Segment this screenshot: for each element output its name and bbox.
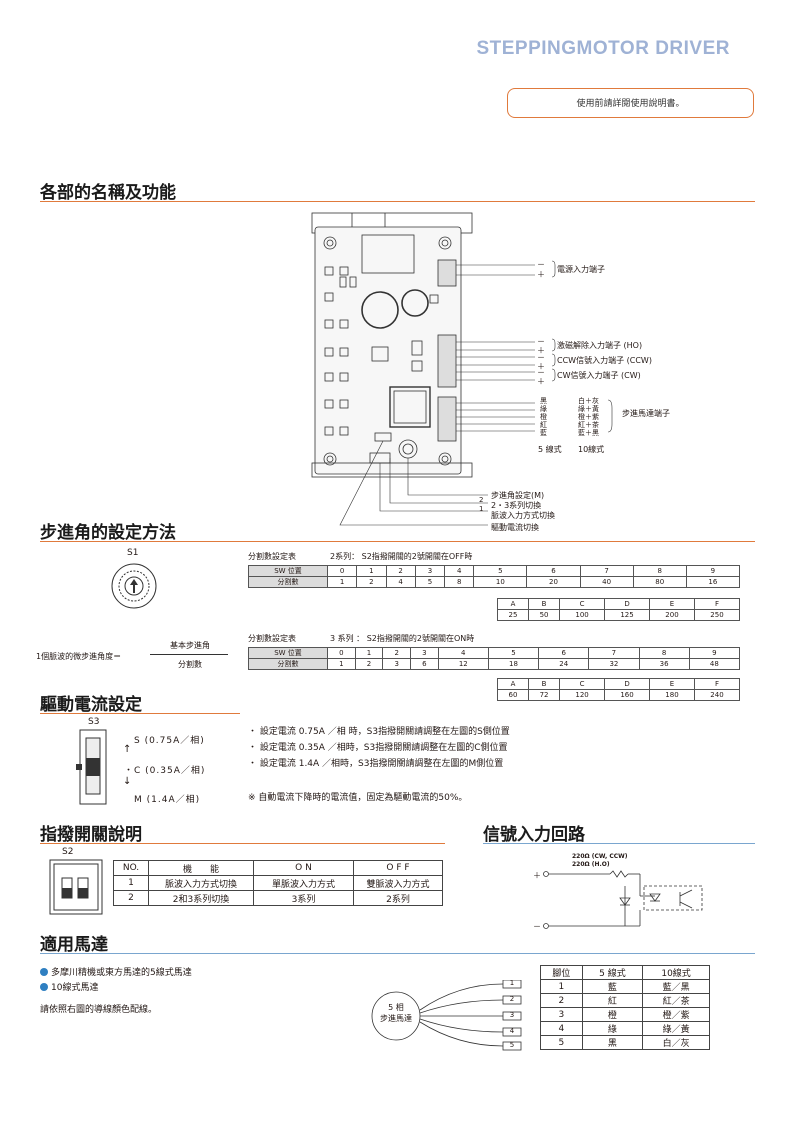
slide-switch-icon xyxy=(76,729,107,805)
formula-numerator: 基本步進角 xyxy=(170,641,210,650)
minus-label: － xyxy=(537,260,545,269)
wiring-note: 請依照右圖的導線顏色配線。 xyxy=(40,1005,158,1015)
pin-2: 2 xyxy=(509,995,515,1003)
signal-plus: ＋ xyxy=(533,871,541,880)
signal-circuit-diagram xyxy=(543,870,703,929)
section-title-signal: 信號入力回路 xyxy=(483,825,585,845)
pin-1: 1 xyxy=(509,979,515,987)
fraction-bar xyxy=(150,654,228,655)
motor-terminal-label: 步進馬達端子 xyxy=(622,409,670,418)
section-rule xyxy=(40,843,445,844)
board-diagram xyxy=(311,212,613,526)
five-wire-colors: 黑綠橙紅藍 xyxy=(540,397,547,437)
ten-wire-label: 10線式 xyxy=(578,445,605,454)
resistor-label-2: 220Ω (H.O) xyxy=(572,861,610,868)
pin-4: 4 xyxy=(509,1027,515,1035)
dip-switch-icon xyxy=(49,859,103,915)
arrow-down-icon: ↓ xyxy=(123,776,132,787)
series-switch-label: 2・3系列切換 xyxy=(491,501,542,510)
notice-box: 使用前請詳閱使用說明書。 xyxy=(507,88,754,118)
dip-num-1: 1 xyxy=(479,505,484,513)
cw-terminal-label: CW信號入力端子 (CW) xyxy=(557,371,641,380)
bullet-dot-icon xyxy=(40,968,48,976)
section-title-dip: 指撥開關說明 xyxy=(40,825,142,845)
minus-label: － xyxy=(537,368,545,377)
motor-wiring-diagram xyxy=(371,980,522,1051)
formula-denominator: 分割數 xyxy=(178,660,202,669)
step-angle-setting-label: 步進角設定(M) xyxy=(491,491,545,500)
motor-center-line2: 步進馬達 xyxy=(380,1014,412,1023)
dip-num-2: 2 xyxy=(479,496,484,504)
table2-subtitle: 2系列： S2指撥開關的2號開關在OFF時 xyxy=(330,552,473,561)
pin-3: 3 xyxy=(509,1011,515,1019)
pin-5: 5 xyxy=(509,1041,515,1049)
plus-label: ＋ xyxy=(537,270,545,279)
brand-title: STEPPINGMOTOR DRIVER xyxy=(476,38,730,59)
power-terminal-label: 電源入力端子 xyxy=(557,265,605,274)
table2-title: 分割數設定表 xyxy=(248,552,296,561)
plus-label: ＋ xyxy=(537,377,545,386)
current-note-3: ・ 設定電流 1.4A ／相時，S3指撥開關請調整在左圖的M側位置 xyxy=(248,759,504,769)
section-title-motor: 適用馬達 xyxy=(40,935,108,955)
ten-wire-colors: 白＋灰綠＋黃橙＋紫紅＋茶藍＋黑 xyxy=(578,397,599,437)
s3-label: S3 xyxy=(88,717,100,727)
current-note-2: ・ 設定電流 0.35A ／相時，S3指撥開關請調整在左圖的C側位置 xyxy=(248,743,508,753)
section-rule xyxy=(40,541,755,542)
current-remark: ※ 自動電流下降時的電流值，固定為驅動電流的50%。 xyxy=(248,793,468,803)
current-switch-label: 驅動電流切換 xyxy=(491,523,539,532)
pulse-mode-label: 脈波入力方式切換 xyxy=(491,511,555,520)
arrow-up-icon: ↑ xyxy=(123,744,132,755)
section-title-step: 步進角的設定方法 xyxy=(40,523,176,543)
motor-center-line1: 5 相 xyxy=(388,1003,404,1012)
s2-label: S2 xyxy=(62,847,74,857)
current-m-label: M (1.4A／相) xyxy=(134,795,201,805)
formula-left: 1個脈波的微步進角度＝ xyxy=(36,652,122,661)
plus-label: ＋ xyxy=(537,362,545,371)
s1-label: S1 xyxy=(127,548,139,558)
signal-minus: － xyxy=(533,922,541,931)
rotary-switch-icon xyxy=(111,563,157,609)
section-rule xyxy=(40,713,240,714)
plus-label: ＋ xyxy=(537,346,545,355)
section-title-current: 驅動電流設定 xyxy=(40,695,142,715)
current-s-label: S (0.75A／相) xyxy=(134,736,205,746)
current-note-1: ・ 設定電流 0.75A ／相 時，S3指撥開關請調整在左圖的S側位置 xyxy=(248,727,510,737)
motor-bullet-2: 10線式馬達 xyxy=(40,980,98,993)
motor-bullet-1: 多摩川精機或東方馬達的5線式馬達 xyxy=(40,965,192,978)
dot-icon: ・ xyxy=(124,766,134,776)
current-c-label: C (0.35A／相) xyxy=(134,766,206,776)
minus-label: － xyxy=(537,337,545,346)
section-rule xyxy=(40,953,755,954)
ho-terminal-label: 激磁解除入力端子 (HO) xyxy=(557,341,643,350)
table3-title: 分割數設定表 xyxy=(248,634,296,643)
ccw-terminal-label: CCW信號入力端子 (CCW) xyxy=(557,356,652,365)
section-rule xyxy=(40,201,755,202)
section-title-parts: 各部的名稱及功能 xyxy=(40,183,176,203)
resistor-label-1: 220Ω (CW, CCW) xyxy=(572,853,628,860)
five-wire-label: 5 線式 xyxy=(538,445,562,454)
bullet-dot-icon xyxy=(40,983,48,991)
section-rule xyxy=(483,843,755,844)
minus-label: － xyxy=(537,353,545,362)
table3-subtitle: 3 系列 ： S2指撥開關的2號開關在ON時 xyxy=(330,634,475,643)
